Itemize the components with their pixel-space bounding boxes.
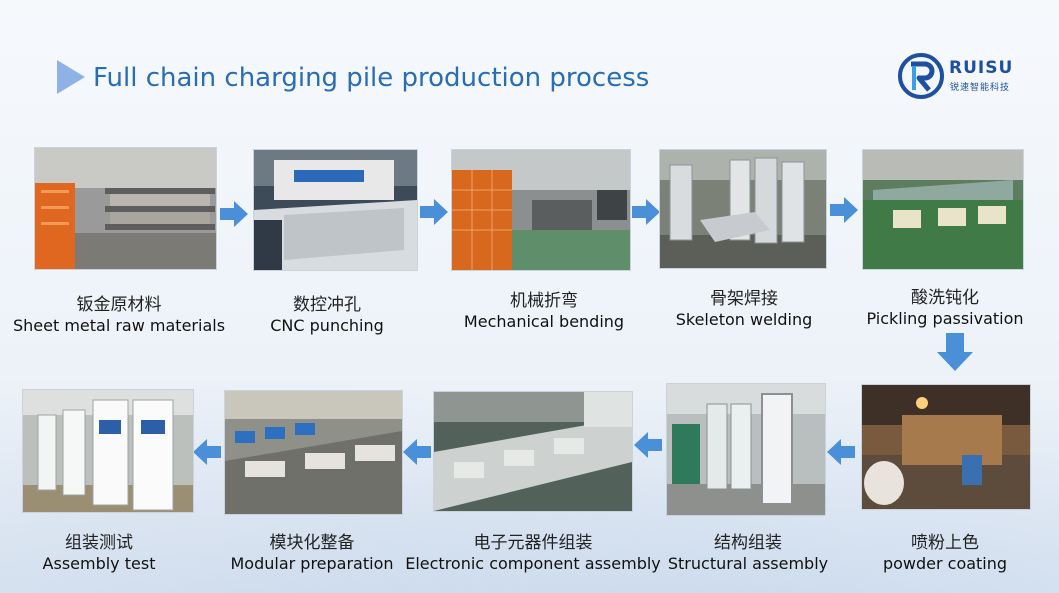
powder-coating-photo: [861, 384, 1031, 510]
slide-title: Full chain charging pile production proc…: [93, 63, 650, 93]
step-1-cn-label: 钣金原材料: [76, 295, 162, 315]
pickling-tank-photo: [862, 149, 1024, 270]
cnc-machine-photo: [253, 149, 418, 271]
step-6-en-label: powder coating: [882, 554, 1008, 573]
step-5-en-label: Pickling passivation: [866, 309, 1024, 328]
logo-name: RUISU: [949, 58, 1014, 78]
step-8-cn-label: 电子元器件组装: [473, 533, 593, 553]
bending-workshop-photo: [451, 149, 631, 271]
charger-units-photo: [22, 389, 194, 513]
title-triangle-icon: [57, 60, 85, 94]
component-bench-photo: [433, 391, 633, 512]
step-10-en-label: Assembly test: [42, 554, 156, 573]
arrow-right-icon: [632, 199, 660, 225]
step-3-cn-label: 机械折弯: [510, 291, 578, 311]
step-5-cn-label: 酸洗钝化: [911, 288, 979, 308]
arrow-left-icon: [827, 439, 855, 465]
arrow-left-icon: [193, 439, 221, 465]
arrow-left-icon: [634, 432, 662, 458]
module-boxes-photo: [224, 390, 403, 515]
step-7-en-label: Structural assembly: [667, 554, 829, 573]
welded-frames-photo: [659, 149, 827, 269]
arrow-down-icon: [937, 333, 973, 371]
step-9-en-label: Modular preparation: [230, 554, 394, 573]
step-7-cn-label: 结构组装: [714, 533, 782, 553]
logo-subtitle: 锐速智能科技: [950, 82, 1011, 92]
step-9-cn-label: 模块化整备: [269, 533, 355, 553]
cabinet-frames-photo: [666, 383, 826, 516]
arrow-right-icon: [220, 201, 248, 227]
step-4-en-label: Skeleton welding: [675, 310, 813, 329]
arrow-left-icon: [403, 439, 431, 465]
step-8-en-label: Electronic component assembly: [405, 554, 661, 573]
step-10-cn-label: 组装测试: [65, 533, 133, 553]
ruisu-logo: RUISU 锐速智能科技: [897, 52, 1021, 102]
step-6-cn-label: 喷粉上色: [911, 533, 979, 553]
step-2-cn-label: 数控冲孔: [293, 295, 361, 315]
arrow-right-icon: [420, 199, 448, 225]
warehouse-racks-photo: [34, 147, 217, 270]
step-1-en-label: Sheet metal raw materials: [12, 316, 226, 335]
step-4-cn-label: 骨架焊接: [710, 289, 778, 309]
arrow-right-icon: [830, 197, 858, 223]
ruisu-logo-mark-icon: [898, 53, 944, 99]
step-2-en-label: CNC punching: [270, 316, 384, 335]
step-3-en-label: Mechanical bending: [463, 312, 625, 331]
